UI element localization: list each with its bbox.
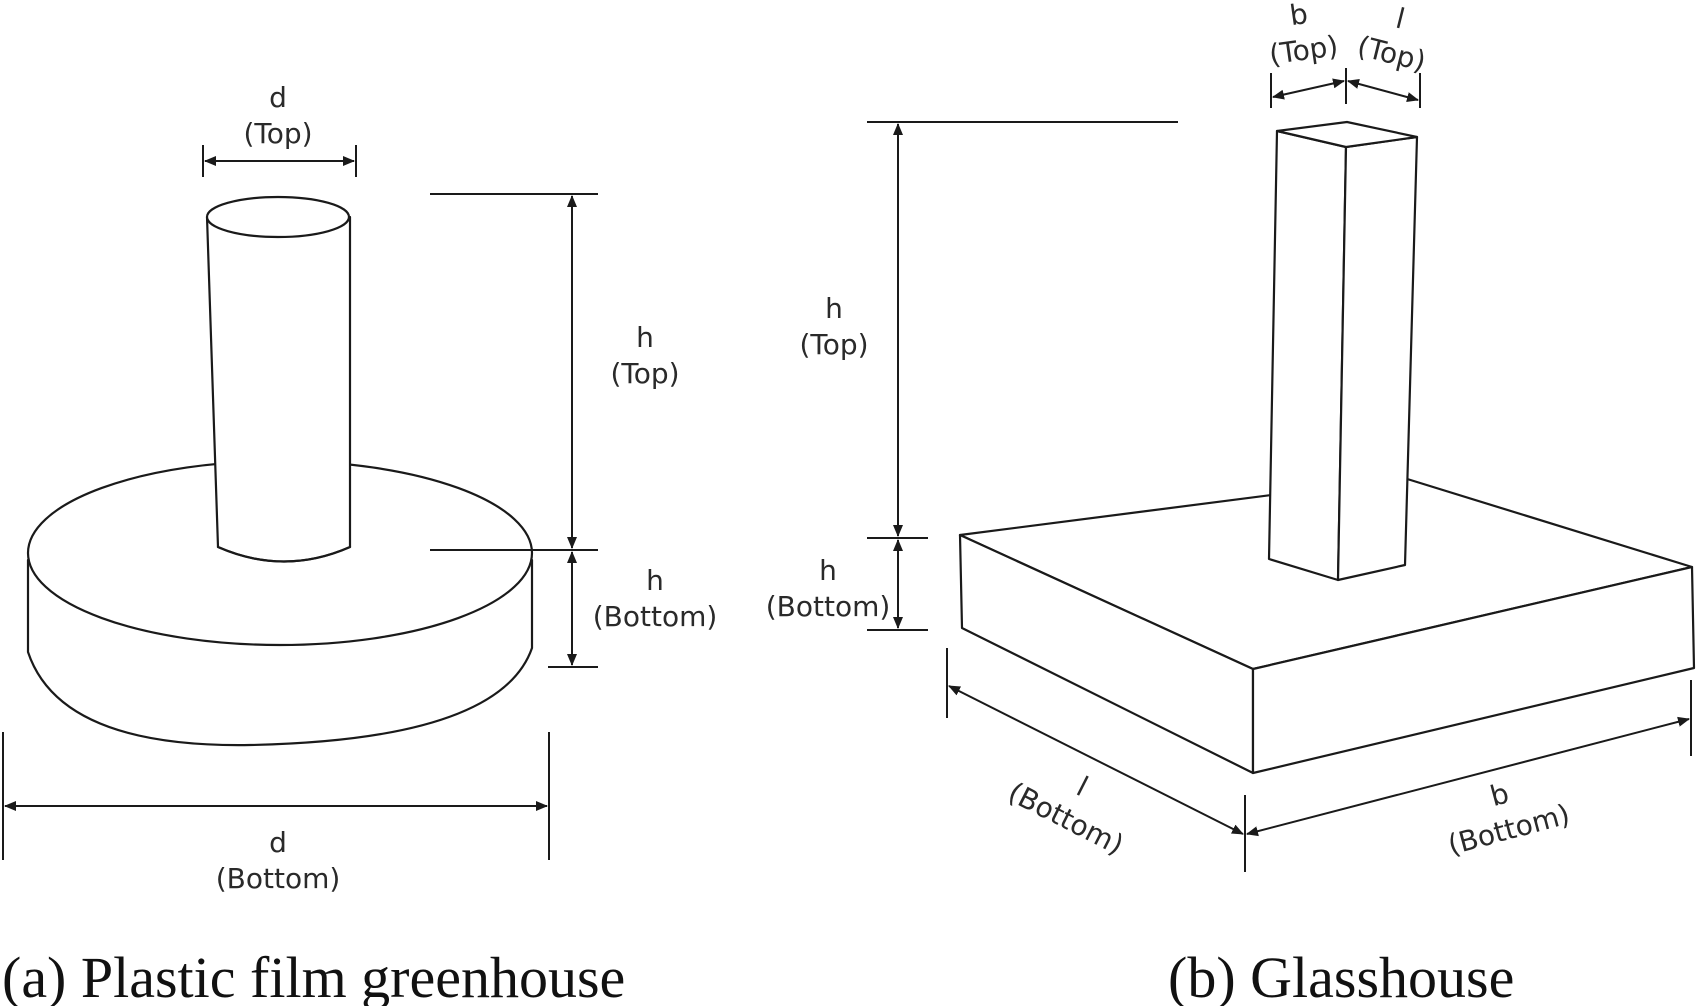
label-b-bottom: b(Bottom): [1435, 763, 1573, 862]
l-top-dimension-arrow: [1347, 79, 1419, 102]
b-bottom-dimension-arrow: [1246, 716, 1690, 837]
label-h-bottom-b: h(Bottom): [766, 554, 891, 623]
top-column-body: [205, 215, 352, 563]
label-d-bottom: d(Bottom): [216, 826, 341, 895]
caption-panel-a: (a) Plastic film greenhouse: [2, 945, 625, 1006]
panel-a-cylinder-footing: [26, 195, 534, 747]
panel-a-labels: d(Top) h(Top) h(Bottom) d(Bottom) (a) Pl…: [2, 81, 717, 1006]
label-h-top-b: h(Top): [799, 292, 868, 361]
caption-panel-b: (b) Glasshouse: [1168, 945, 1514, 1006]
top-column-top-face: [205, 195, 351, 239]
label-d-top: d(Top): [243, 81, 312, 150]
label-l-bottom: l(Bottom): [1003, 744, 1145, 862]
top-column-base-curve: [216, 545, 352, 563]
label-h-bottom: h(Bottom): [593, 564, 718, 633]
l-bottom-dimension-arrow: [948, 685, 1244, 835]
column-top-face: [1275, 120, 1419, 149]
panel-b-dimensions: [867, 68, 1692, 872]
panel-a-dimensions: [2, 145, 598, 860]
label-h-top: h(Top): [610, 321, 679, 390]
column-left-face: [1267, 129, 1348, 582]
label-l-top: l(Top): [1354, 0, 1438, 78]
b-top-dimension-arrow: [1272, 78, 1345, 100]
label-b-top: b(Top): [1262, 0, 1340, 71]
panel-b-box-footing: [958, 120, 1696, 775]
column-right-face: [1336, 135, 1419, 582]
